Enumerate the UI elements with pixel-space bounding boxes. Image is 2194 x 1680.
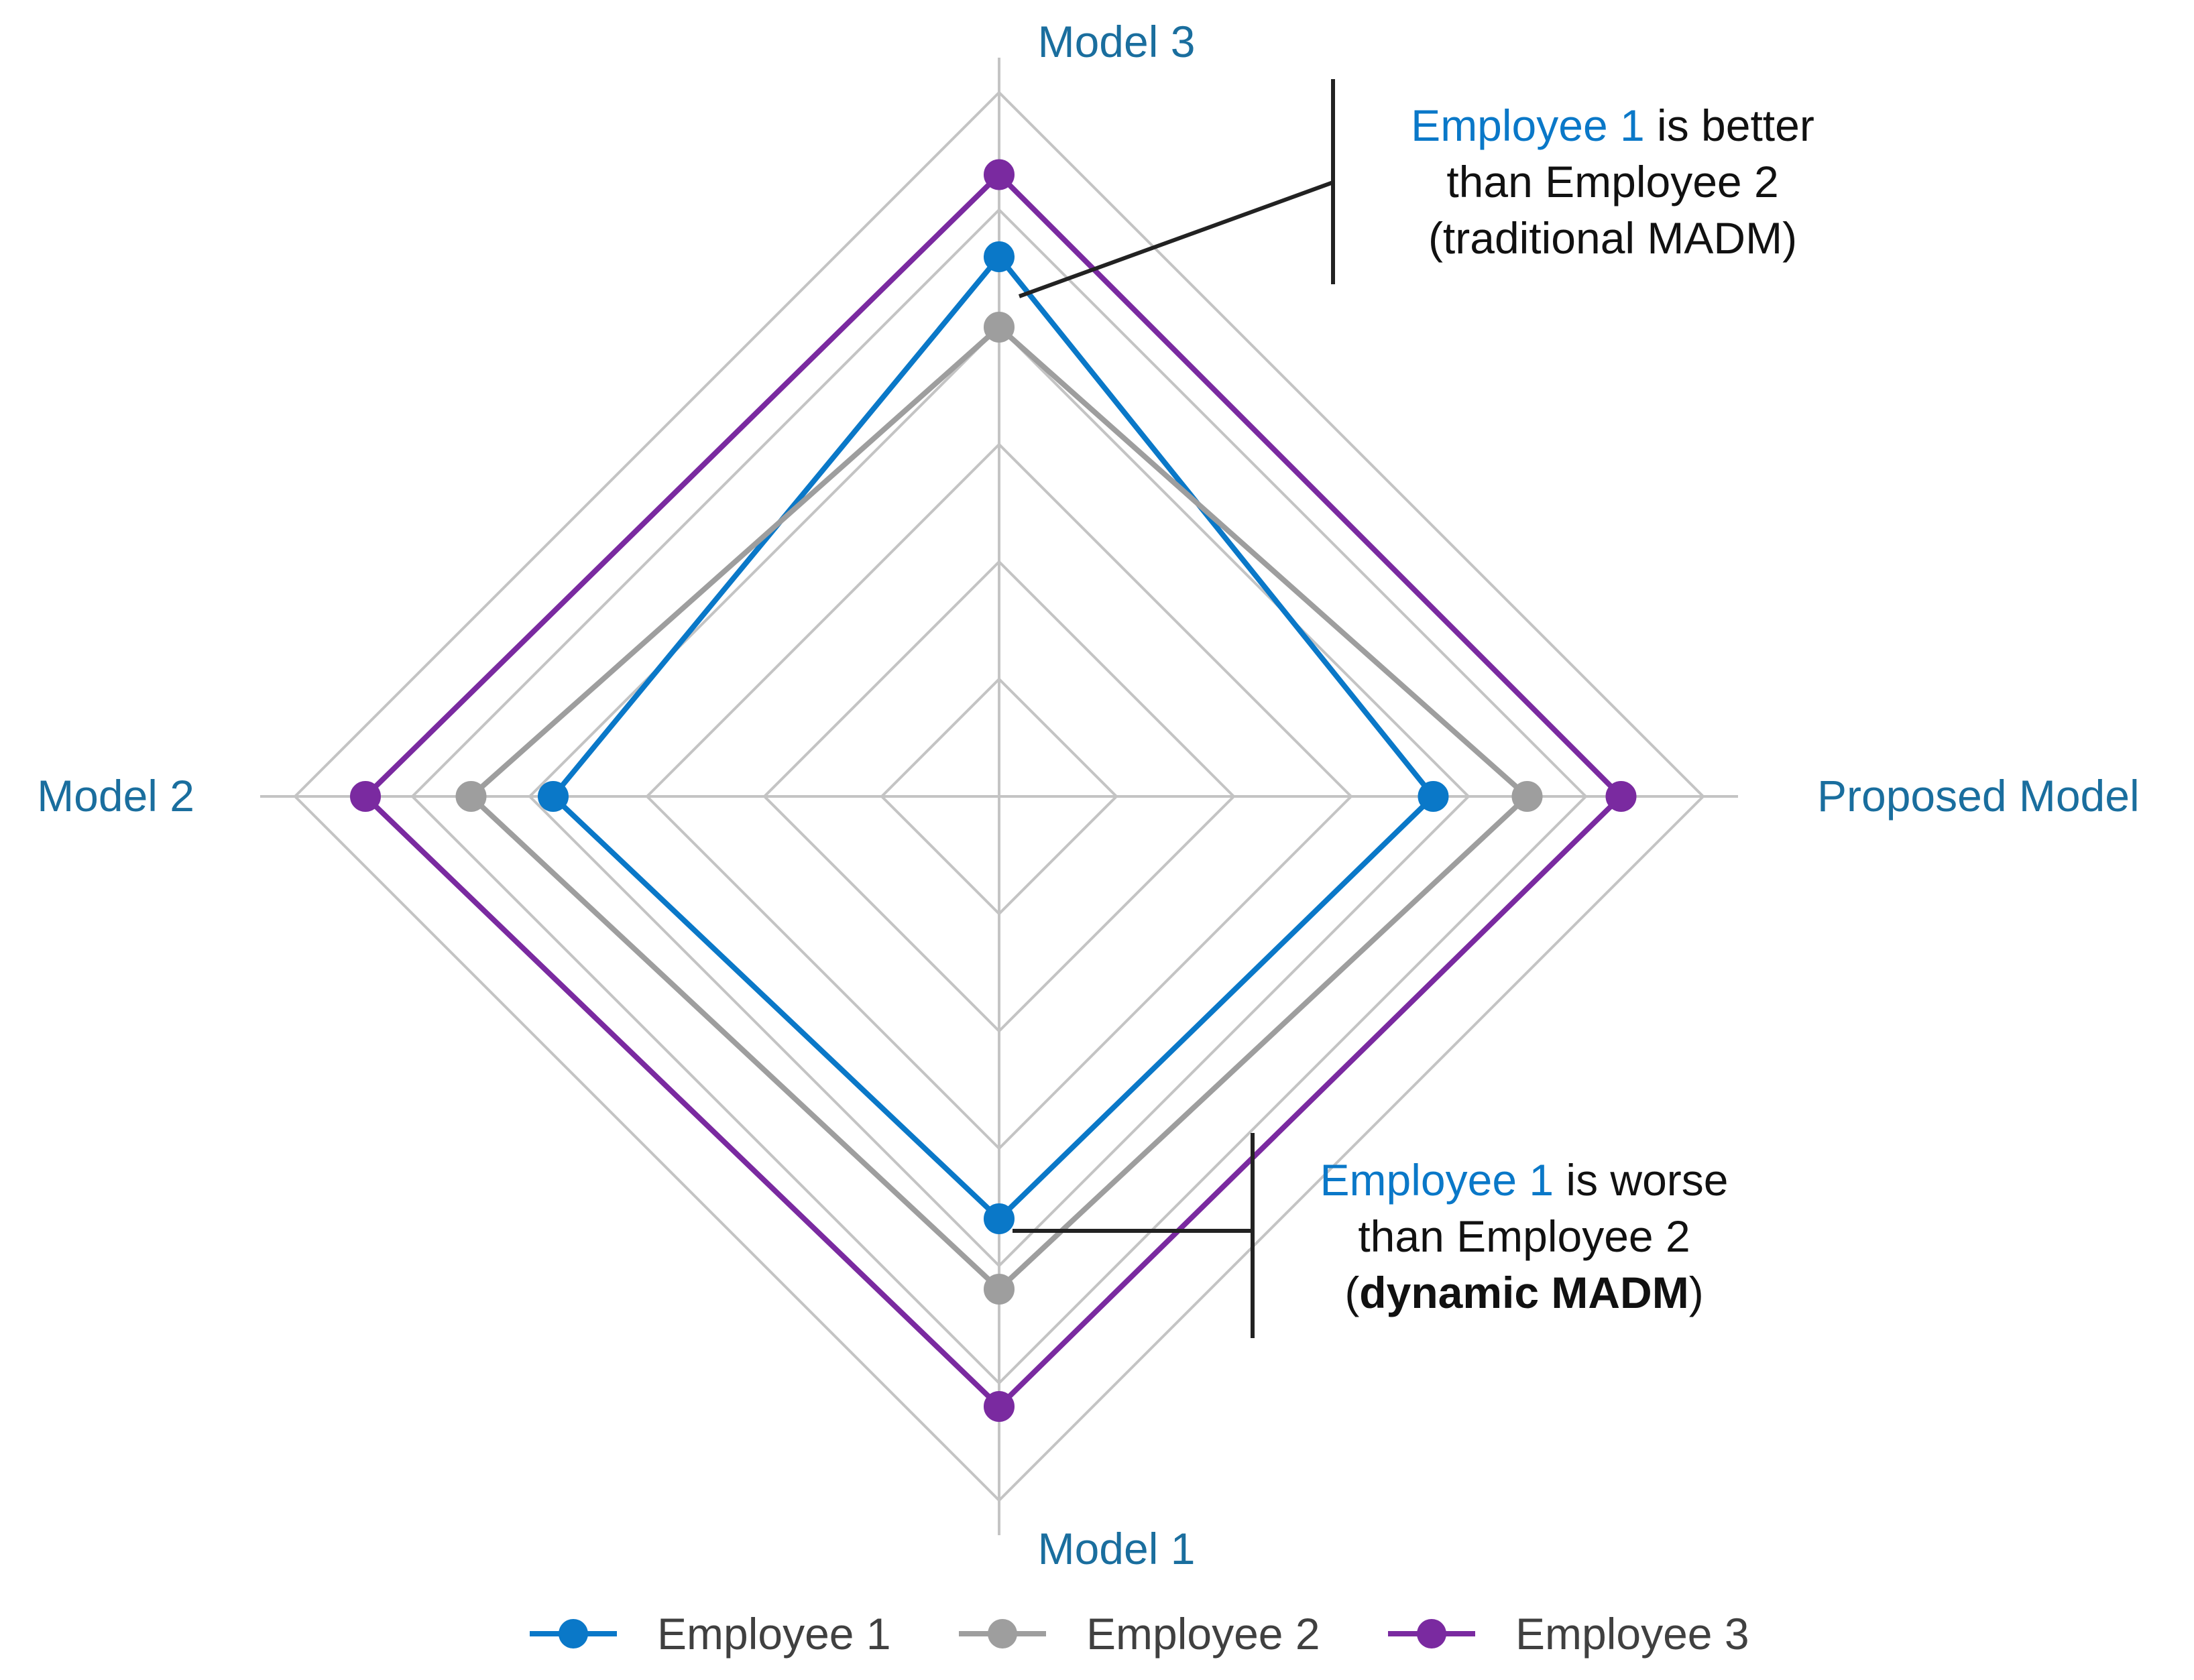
point-employee-2-model-3: [984, 312, 1015, 343]
annotation-bottom-seg-2-1: than Employee 2: [1358, 1211, 1690, 1261]
annotation-bottom-line-3: (dynamic MADM): [1344, 1268, 1703, 1317]
annotations: Employee 1 is better than Employee 2 (trad…: [1013, 79, 1814, 1338]
point-employee-3-model-1: [984, 1391, 1015, 1422]
legend-swatch-marker-employee-1: [559, 1619, 588, 1648]
point-employee-2-model-2: [455, 781, 487, 812]
point-employee-3-model-3: [984, 159, 1015, 190]
annotation-bottom: Employee 1 is worse than Employee 2 (dynam…: [1013, 1133, 1728, 1338]
series-employee-3: [350, 159, 1637, 1422]
axis-label-model-1: Model 1: [1038, 1524, 1196, 1573]
annotation-top: Employee 1 is better than Employee 2 (trad…: [1018, 79, 1814, 298]
legend: Employee 1 Employee 2 Employee 3: [530, 1609, 1749, 1659]
point-employee-1-model-1: [984, 1203, 1015, 1234]
annotation-bottom-seg-1-2: is worse: [1554, 1155, 1728, 1205]
annotation-top-line-2: than Employee 2: [1446, 157, 1778, 206]
axis-labels: Proposed Model Model 3 Model 2 Model 1: [37, 17, 2139, 1573]
radar-series: [350, 159, 1637, 1422]
legend-label-employee-3: Employee 3: [1515, 1609, 1749, 1659]
annotation-bottom-seg-3-1: (: [1344, 1268, 1359, 1317]
annotation-top-line-1: Employee 1 is better: [1411, 101, 1814, 150]
legend-label-employee-2: Employee 2: [1086, 1609, 1320, 1659]
axis-label-proposed-model: Proposed Model: [1817, 771, 2140, 821]
annotation-bottom-seg-3-2: dynamic MADM: [1359, 1268, 1688, 1317]
annotation-bottom-line-2: than Employee 2: [1358, 1211, 1690, 1261]
legend-swatch-marker-employee-3: [1417, 1619, 1446, 1648]
legend-label-employee-1: Employee 1: [657, 1609, 891, 1659]
axis-label-model-3: Model 3: [1038, 17, 1196, 66]
point-employee-1-model-2: [538, 781, 569, 812]
point-employee-2-proposed-model: [1511, 781, 1543, 812]
series-line-employee-1: [549, 252, 1437, 1223]
legend-item-employee-2: Employee 2: [959, 1609, 1320, 1659]
point-employee-1-proposed-model: [1418, 781, 1449, 812]
legend-item-employee-1: Employee 1: [530, 1609, 891, 1659]
annotation-top-seg-2-1: than Employee 2: [1446, 157, 1778, 206]
legend-item-employee-3: Employee 3: [1388, 1609, 1749, 1659]
annotation-top-seg-3-1: (traditional MADM): [1428, 213, 1797, 263]
annotation-top-seg-1-1: Employee 1: [1411, 101, 1645, 150]
annotation-top-line-3: (traditional MADM): [1428, 213, 1797, 263]
annotation-top-leader: [1018, 180, 1334, 298]
annotation-bottom-line-1: Employee 1 is worse: [1320, 1155, 1729, 1205]
legend-swatch-marker-employee-2: [988, 1619, 1017, 1648]
annotation-bottom-seg-3-3: ): [1689, 1268, 1704, 1317]
series-employee-2: [455, 312, 1543, 1305]
annotation-top-seg-1-2: is better: [1645, 101, 1814, 150]
point-employee-2-model-1: [984, 1274, 1015, 1305]
axis-label-model-2: Model 2: [37, 771, 194, 821]
series-employee-1: [538, 241, 1449, 1234]
point-employee-3-model-2: [350, 781, 381, 812]
point-employee-1-model-3: [984, 241, 1015, 272]
annotation-bottom-seg-1-1: Employee 1: [1320, 1155, 1554, 1205]
point-employee-3-proposed-model: [1605, 781, 1637, 812]
